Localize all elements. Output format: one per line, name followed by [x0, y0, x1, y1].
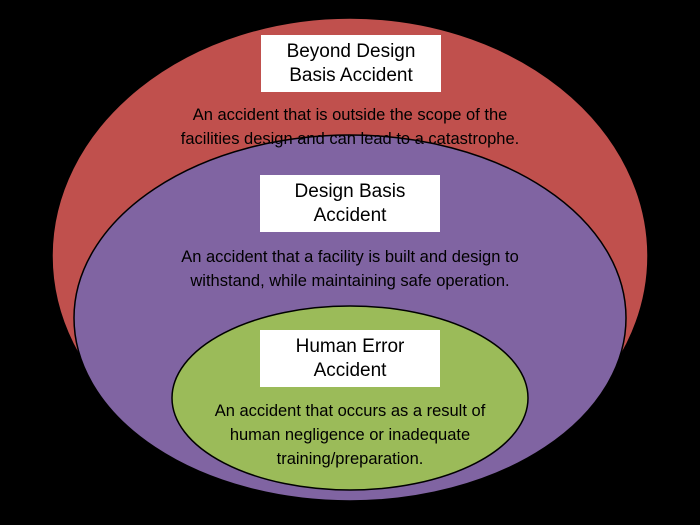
title-line: Human Error	[295, 335, 405, 357]
title-line: Design Basis	[294, 180, 406, 202]
design-basis-title: Design Basis Accident	[260, 175, 440, 232]
human-error-description: An accident that occurs as a result of h…	[180, 399, 520, 471]
description-line: An accident that occurs as a result of	[214, 402, 486, 420]
title-line: Accident	[313, 359, 387, 381]
description-line: facilities design and can lead to a cata…	[180, 130, 520, 148]
human-error-title: Human Error Accident	[260, 330, 440, 387]
description-line: human negligence or inadequate	[229, 426, 471, 444]
title-line: Beyond Design	[286, 40, 416, 62]
beyond-design-basis-description: An accident that is outside the scope of…	[130, 103, 570, 151]
design-basis-description: An accident that a facility is built and…	[130, 245, 570, 293]
description-line: withstand, while maintaining safe operat…	[190, 272, 510, 290]
description-line: An accident that is outside the scope of…	[192, 106, 508, 124]
title-line: Basis Accident	[289, 64, 413, 86]
description-line: training/preparation.	[276, 450, 424, 468]
description-line: An accident that a facility is built and…	[181, 248, 519, 266]
beyond-design-basis-title: Beyond Design Basis Accident	[261, 35, 441, 92]
title-line: Accident	[313, 204, 387, 226]
